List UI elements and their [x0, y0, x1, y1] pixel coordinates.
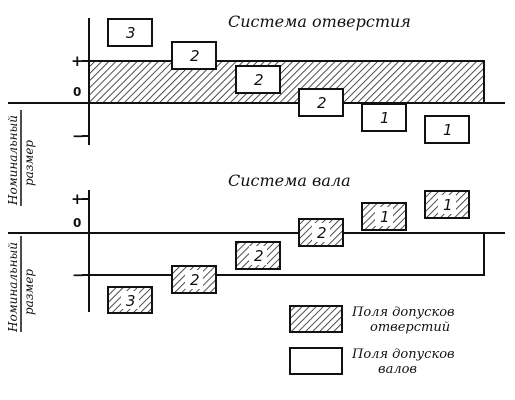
hole-tolerance-field — [88, 60, 485, 104]
legend-plain-line1: Поля допусков — [351, 347, 455, 362]
hole-box-3: 3 — [107, 286, 153, 314]
hole-box-label: 1 — [380, 208, 390, 226]
hole-box-label: 2 — [190, 271, 200, 289]
legend-hatched-line1: Поля допусков — [351, 305, 455, 320]
shaft-system-nominal-label: Номинальный размер — [6, 236, 36, 333]
legend-hatched-item: Поля допусков отверстий — [289, 305, 455, 335]
hole-system-panel: Система отверстия Номинальный размер + 0… — [6, 12, 505, 206]
shaft-box-label: 2 — [190, 47, 200, 65]
nominal-label-line1: Номинальный — [6, 242, 20, 333]
shaft-tolerance-field — [88, 233, 485, 276]
shaft-box-1a: 1 — [361, 103, 407, 132]
legend-plain-item: Поля допусков валов — [289, 347, 455, 377]
legend: Поля допусков отверстий Поля допусков ва… — [289, 305, 455, 377]
shaft-plus-sign: + — [71, 190, 84, 208]
shaft-box-label: 1 — [380, 109, 390, 127]
nominal-label-line2: размер — [22, 269, 36, 315]
hole-box-label: 1 — [443, 196, 453, 214]
shaft-box-label: 2 — [317, 94, 327, 112]
hole-minus-sign: − — [72, 127, 85, 145]
hole-plus-sign: + — [71, 52, 84, 70]
shaft-box-2a: 2 — [171, 41, 217, 70]
hole-zero-label: 0 — [73, 85, 81, 99]
shaft-box-label: 2 — [254, 71, 264, 89]
hole-box-label: 3 — [126, 292, 136, 310]
shaft-box-2b: 2 — [235, 65, 281, 94]
hole-box-label: 2 — [317, 224, 327, 242]
hole-box-2a: 2 — [171, 265, 217, 294]
shaft-minus-sign: − — [72, 266, 85, 284]
nominal-label-line1: Номинальный — [6, 115, 20, 206]
shaft-system-title: Система вала — [228, 171, 351, 190]
legend-hatched-line2: отверстий — [370, 320, 450, 335]
shaft-system-panel: Система вала Номинальный размер + 0 − 3 … — [6, 171, 505, 333]
shaft-box-label: 3 — [126, 24, 136, 42]
hole-system-nominal-label: Номинальный размер — [6, 110, 36, 206]
shaft-box-label: 1 — [443, 121, 453, 139]
shaft-box-2c: 2 — [298, 88, 344, 117]
shaft-box-1b: 1 — [424, 115, 470, 144]
legend-plain-line2: валов — [378, 362, 417, 377]
shaft-box-3: 3 — [107, 18, 153, 47]
hole-system-title: Система отверстия — [228, 12, 411, 31]
nominal-label-line2: размер — [22, 140, 36, 186]
hole-box-label: 2 — [254, 247, 264, 265]
hole-box-1a: 1 — [361, 202, 407, 231]
hole-box-2b: 2 — [235, 241, 281, 270]
hole-box-1b: 1 — [424, 190, 470, 219]
hole-box-2c: 2 — [298, 218, 344, 247]
legend-hatched-swatch — [289, 305, 343, 333]
shaft-zero-label: 0 — [73, 216, 81, 230]
legend-plain-swatch — [289, 347, 343, 375]
